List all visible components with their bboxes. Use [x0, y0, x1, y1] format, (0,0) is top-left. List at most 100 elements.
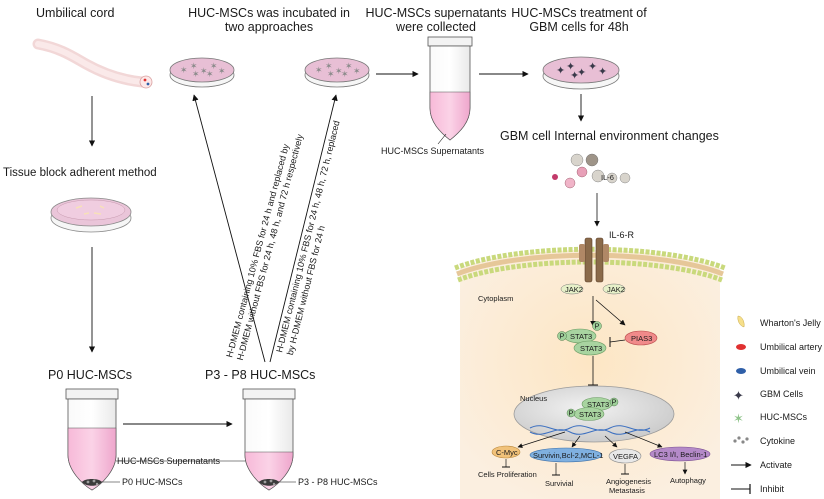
stat3-bottom-label: STAT3	[580, 344, 602, 353]
nuclear-phospho-p2-label: P	[612, 398, 617, 407]
arrow-to-vegfa	[604, 435, 618, 448]
svg-text:✶: ✶	[341, 70, 349, 80]
legend-gbm-cells: GBM Cells	[760, 389, 804, 399]
vegfa-shape	[608, 448, 642, 464]
supernatants-title-line1: HUC-MSCs supernatants	[365, 6, 506, 20]
arrow-jak2-to-pias3	[595, 299, 626, 326]
phospho-p2	[592, 321, 602, 331]
treatment-title-line1: HUC-MSCs treatment of	[511, 6, 647, 20]
top-supernatants-label: HUC-MSCs Supernatants	[381, 146, 485, 156]
inhibit-pias3-stat3	[609, 339, 626, 343]
leader-top-supernatants	[437, 133, 447, 145]
p3p8-label: P3 - P8 HUC-MSCs	[205, 368, 315, 382]
incubated-title-line1: HUC-MSCs was incubated in	[188, 6, 350, 20]
svg-text:✦: ✦	[588, 60, 597, 73]
survivin-label: Survivin,Bcl-2,MCL-1	[533, 451, 603, 460]
culture-dish-approach2: ✶✶✶ ✶✶✶✶	[304, 57, 370, 88]
lc3-label: LC3 I/I, Beclin-1	[654, 450, 707, 459]
nuclear-stat3-top-label: STAT3	[587, 400, 609, 409]
svg-text:✶: ✶	[210, 62, 218, 72]
svg-text:✶: ✶	[206, 70, 214, 80]
svg-text:✶: ✶	[345, 62, 353, 72]
jak2-right-shape	[602, 283, 626, 295]
stat3-bottom-shape	[573, 340, 607, 356]
svg-text:✦: ✦	[577, 66, 586, 79]
arrow-to-dish-approach1	[192, 94, 266, 363]
arrow-to-dish-approach2	[269, 94, 338, 363]
phospho-p1-label: P	[560, 332, 565, 341]
huc-mscs-icon: ✶	[733, 412, 744, 427]
cmyc-label: C-Myc	[496, 448, 518, 457]
nuclear-phospho-p1	[566, 408, 576, 418]
umbilical-artery-icon	[736, 344, 746, 350]
lc3-shape	[649, 446, 711, 462]
svg-text:✶: ✶	[200, 67, 208, 77]
arrow-to-cmyc	[517, 431, 566, 448]
internal-environment-label: GBM cell Internal environment changes	[500, 129, 719, 143]
culture-dish-approach1: ✶✶✶ ✶✶✶✶	[169, 57, 235, 88]
svg-text:✶: ✶	[335, 67, 343, 77]
cytokine-cluster	[552, 153, 631, 189]
svg-text:✶: ✶	[353, 67, 361, 77]
p3p8-tube	[242, 388, 296, 491]
legend-activate: Activate	[760, 460, 792, 470]
svg-text:✶: ✶	[327, 70, 335, 80]
legend: Wharton's Jelly Umbilical artery Umbilic…	[731, 315, 823, 494]
svg-text:✦: ✦	[570, 69, 579, 82]
il6r-label: IL-6-R	[609, 230, 635, 240]
tissue-block-label: Tissue block adherent method	[3, 167, 157, 179]
nuclear-phospho-p2	[609, 397, 619, 407]
cytokine-icon	[733, 436, 749, 444]
umbilical-cord-illustration	[32, 38, 153, 89]
il6-receptor	[579, 237, 609, 283]
survivin-shape	[529, 447, 603, 463]
p3p8-pellet-label: P3 - P8 HUC-MSCs	[298, 477, 378, 487]
p0-tube	[65, 388, 119, 491]
legend-cytokine: Cytokine	[760, 436, 795, 446]
vegfa-label: VEGFA	[613, 452, 638, 461]
legend-whartons-jelly: Wharton's Jelly	[760, 318, 821, 328]
pias3-label: PIAS3	[631, 334, 652, 343]
stat3-top-label: STAT3	[570, 332, 592, 341]
phospho-p1	[557, 331, 567, 341]
outcome-angiogenesis: Angiogenesis	[606, 477, 651, 486]
nucleus-label: Nucleus	[520, 394, 547, 403]
svg-text:✶: ✶	[218, 67, 226, 77]
collection-tube	[427, 36, 473, 141]
supernatants-title-line2: were collected	[395, 20, 476, 34]
legend-umbilical-artery: Umbilical artery	[760, 342, 823, 352]
whartons-jelly-icon	[737, 315, 745, 328]
svg-text:✶: ✶	[180, 66, 188, 76]
p0-label: P0 HUC-MSCs	[48, 368, 132, 382]
incubated-title-line2: two approaches	[225, 20, 313, 34]
outcome-survival: Survivial	[545, 479, 574, 488]
outcome-metastasis: Metastasis	[609, 486, 645, 495]
svg-text:✦: ✦	[598, 65, 607, 78]
bottom-supernatants-label: HUC-MSCs Supernatants	[117, 456, 221, 466]
jak2-left-label: JAK2	[565, 285, 583, 294]
cmyc-shape	[491, 445, 521, 459]
outcome-proliferation: Cells Proliferation	[478, 470, 537, 479]
svg-text:✦: ✦	[566, 60, 575, 73]
cell-cytoplasm-background	[460, 250, 720, 499]
pias3-shape	[624, 330, 658, 346]
svg-text:✶: ✶	[325, 62, 333, 72]
cytoplasm-label: Cytoplasm	[478, 294, 513, 303]
gbm-culture-dish: ✦✦✦ ✦✦✦	[542, 56, 620, 90]
svg-text:✶: ✶	[192, 70, 200, 80]
culture-dish-tissue	[50, 197, 132, 233]
p0-pellet-label: P0 HUC-MSCs	[122, 477, 183, 487]
arrow-to-lc3	[624, 431, 663, 448]
umbilical-vein-icon	[736, 368, 746, 374]
gbm-cell-icon: ✦	[733, 389, 744, 404]
outcome-autophagy: Autophagy	[670, 476, 706, 485]
umbilical-cord-title: Umbilical cord	[36, 6, 115, 20]
nuclear-phospho-p1-label: P	[569, 409, 574, 418]
svg-text:✶: ✶	[315, 66, 323, 76]
legend-inhibit: Inhibit	[760, 484, 785, 494]
legend-umbilical-vein: Umbilical vein	[760, 366, 816, 376]
jak2-left-shape	[560, 283, 584, 295]
il6-label: IL-6	[601, 173, 614, 182]
